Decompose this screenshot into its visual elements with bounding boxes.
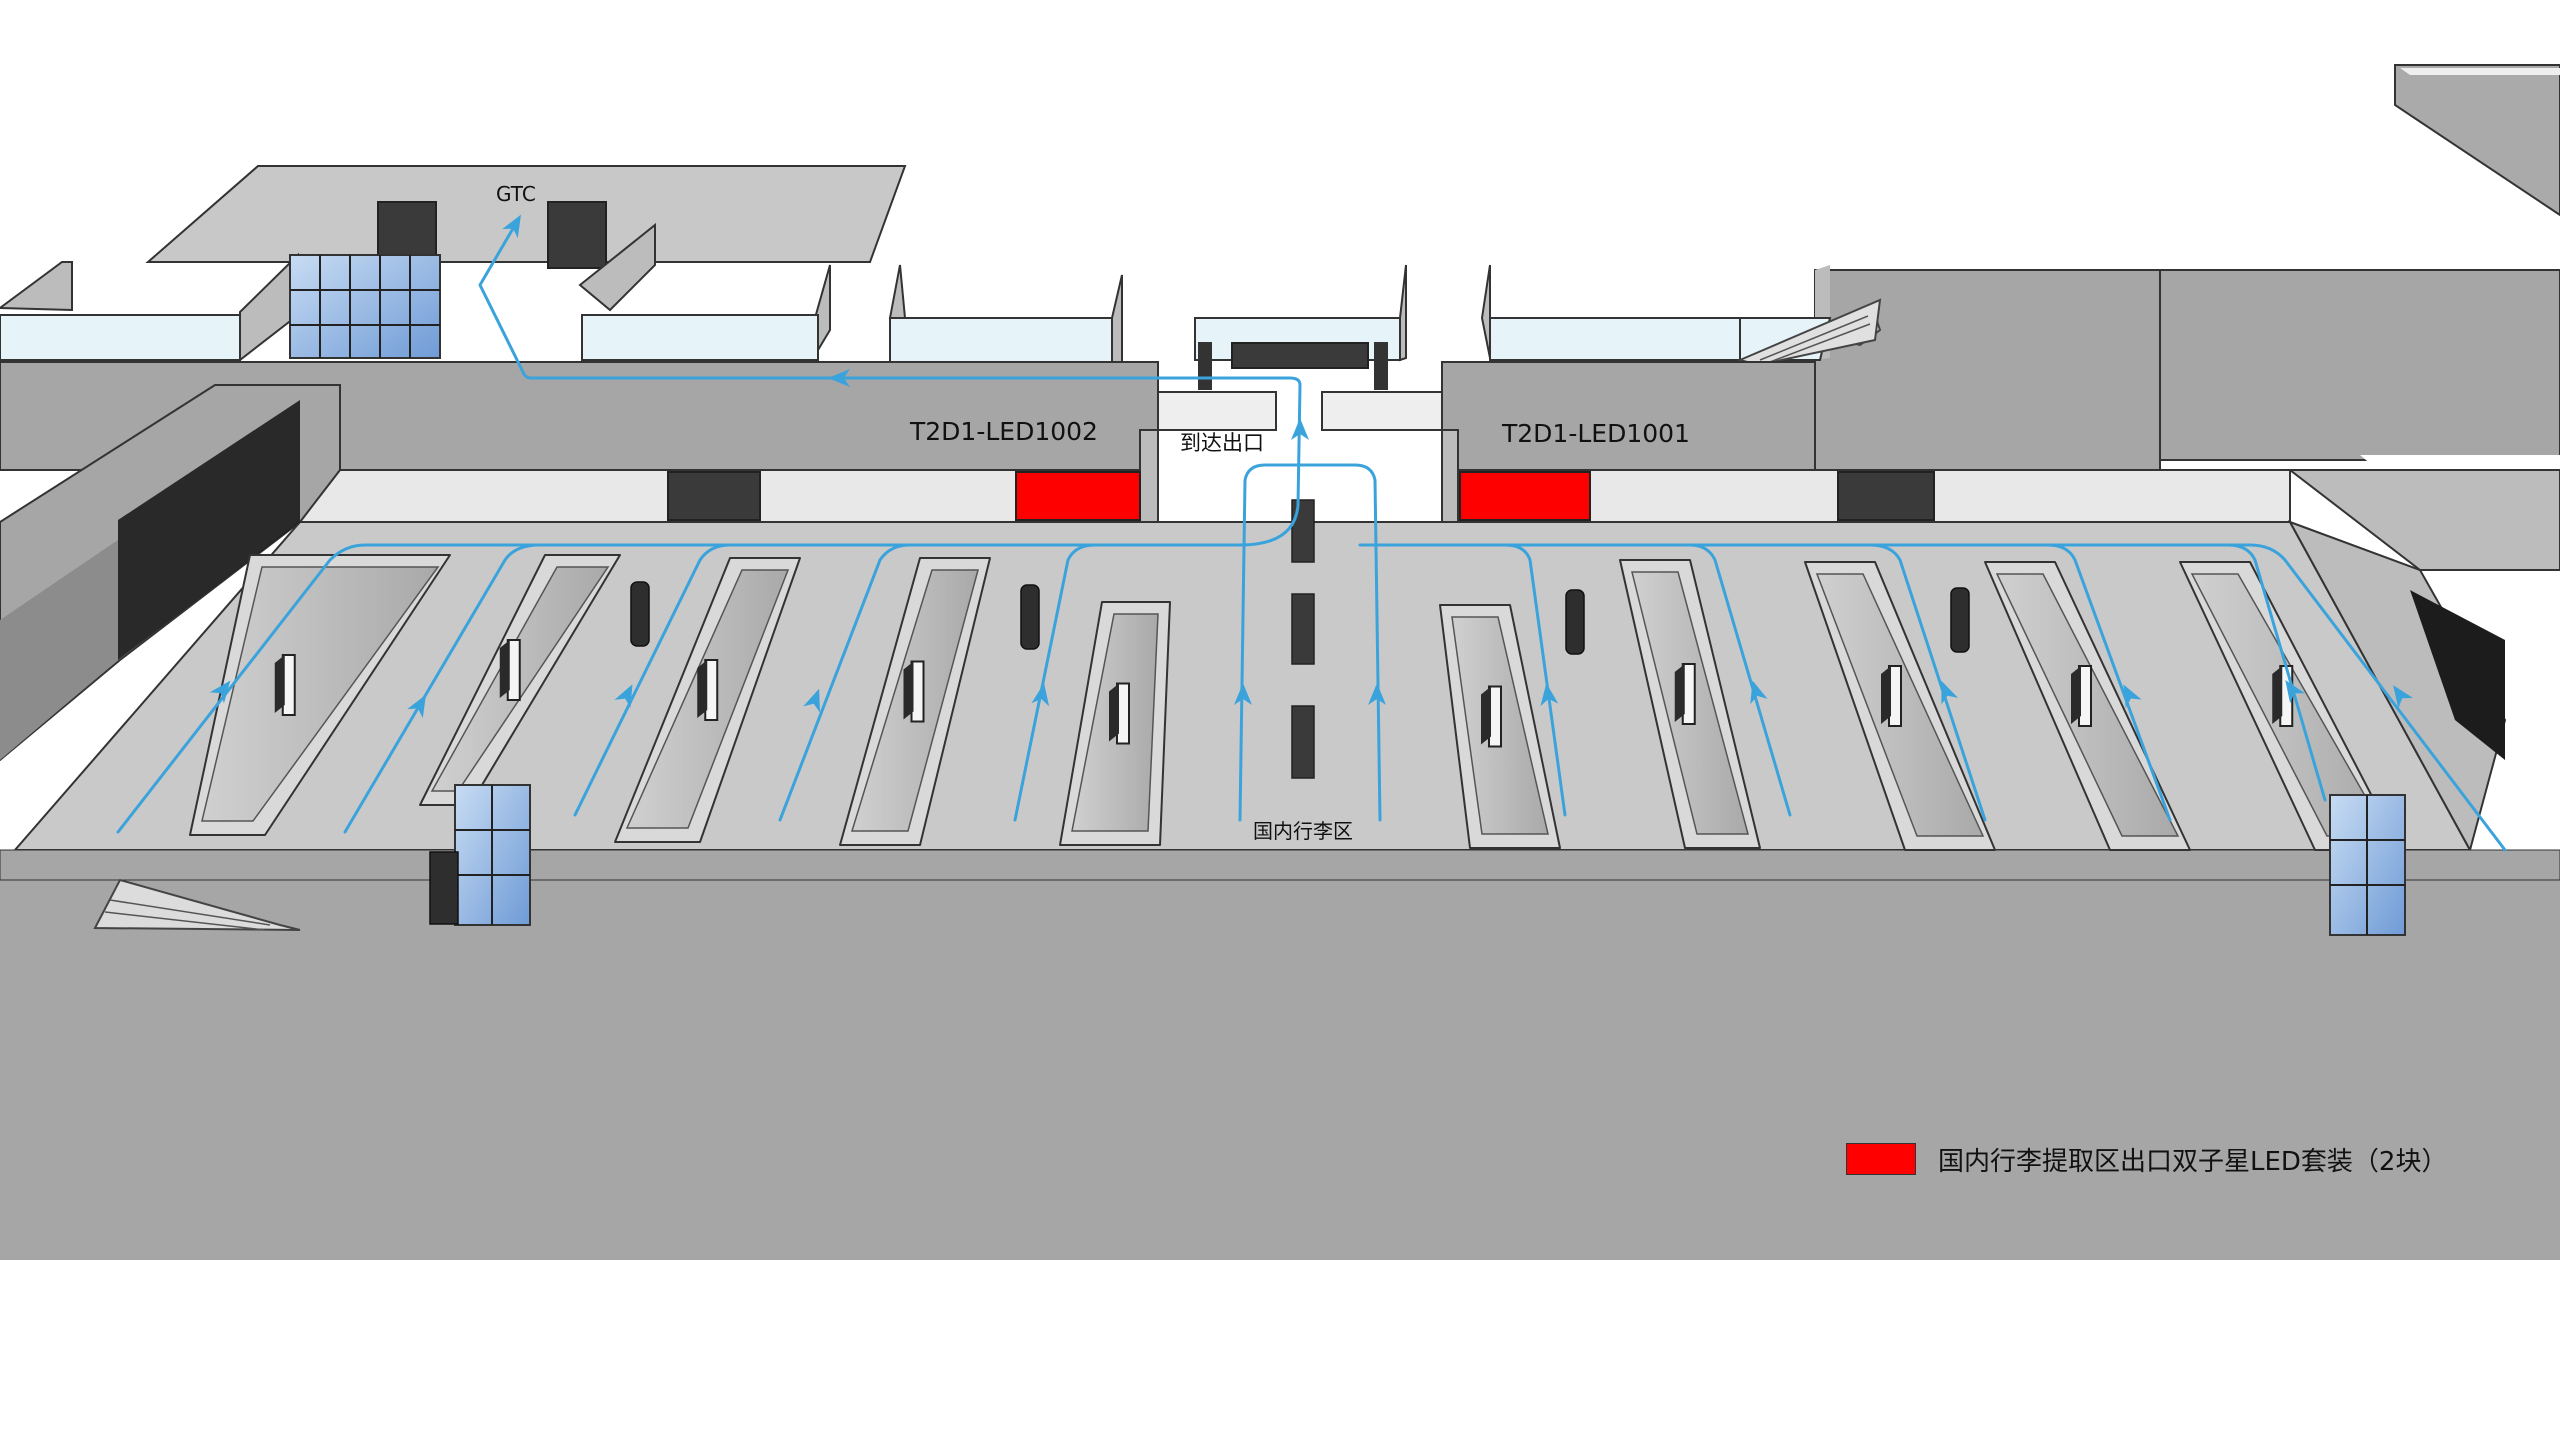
baggage-carousel [1059, 601, 1171, 846]
flow-line [778, 543, 912, 822]
upper-structures [0, 64, 2560, 505]
baggage-carousel [1439, 604, 1561, 849]
arrow-head-icon [1234, 683, 1252, 705]
flow-line [478, 223, 1302, 547]
pillar [1020, 584, 1040, 650]
baggage-carousel [1804, 561, 1996, 851]
label-led-right: T2D1-LED1001 [1501, 419, 1690, 448]
arrow-head-icon [828, 369, 850, 387]
flow-line [1298, 463, 1382, 822]
label-gtc: GTC [496, 182, 536, 206]
front-strip-panels [667, 471, 1935, 521]
label-baggage-area: 国内行李区 [1253, 819, 1353, 843]
led-panel-right [1459, 471, 1591, 521]
flow-line [343, 543, 542, 834]
glass-elevator-icon-right [2329, 794, 2406, 936]
label-arrival-exit: 到达出口 [1180, 431, 1264, 455]
arrow-head-icon [1031, 683, 1050, 707]
pillar [1565, 589, 1585, 655]
pillar [1950, 587, 1970, 653]
baggage-carousel [839, 557, 991, 846]
glass-elevator-icon-left [454, 784, 531, 926]
label-led-left: T2D1-LED1002 [909, 417, 1098, 446]
escalator-icon-bottom-left [93, 878, 301, 931]
corridor-posts [1291, 499, 1315, 779]
pillar [630, 581, 650, 647]
arrow-head-icon [803, 688, 821, 713]
baggage-carousel [614, 557, 801, 843]
glass-elevator-icon-top [289, 254, 441, 359]
pillars [630, 581, 1970, 655]
flow-line [1238, 463, 1302, 822]
baggage-carousel [1619, 559, 1761, 849]
arrow-head-icon [1941, 680, 1959, 705]
arrow-head-icon [209, 680, 231, 704]
arrow-head-icon [1291, 418, 1309, 440]
arrow-head-icon [502, 214, 521, 239]
foreground-slab [0, 849, 2560, 1260]
legend-swatch [1846, 1143, 1916, 1175]
arrow-head-icon [2285, 680, 2306, 704]
arrow-head-icon [2393, 685, 2414, 709]
legend-text: 国内行李提取区出口双子星LED套装（2块） [1938, 1146, 2448, 1177]
flow-line [573, 543, 732, 817]
baggage-carousel [1984, 561, 2191, 851]
flow-line [1013, 543, 1097, 822]
arrow-head-icon [2123, 684, 2142, 709]
arrow-head-icon [614, 684, 633, 708]
led-panel-left [1015, 471, 1141, 521]
passenger-flow-lines [116, 214, 2507, 852]
arrow-head-icon [1750, 680, 1768, 705]
legend: 国内行李提取区出口双子星LED套装（2块） [1846, 1141, 2447, 1177]
arrow-head-icon [1368, 683, 1386, 705]
baggage-carousel [189, 554, 451, 836]
door-left [429, 851, 459, 925]
arrow-head-icon [1540, 683, 1559, 707]
arrow-head-icon [407, 694, 426, 719]
flow-line [116, 543, 1242, 834]
flow-line [1358, 543, 2507, 852]
